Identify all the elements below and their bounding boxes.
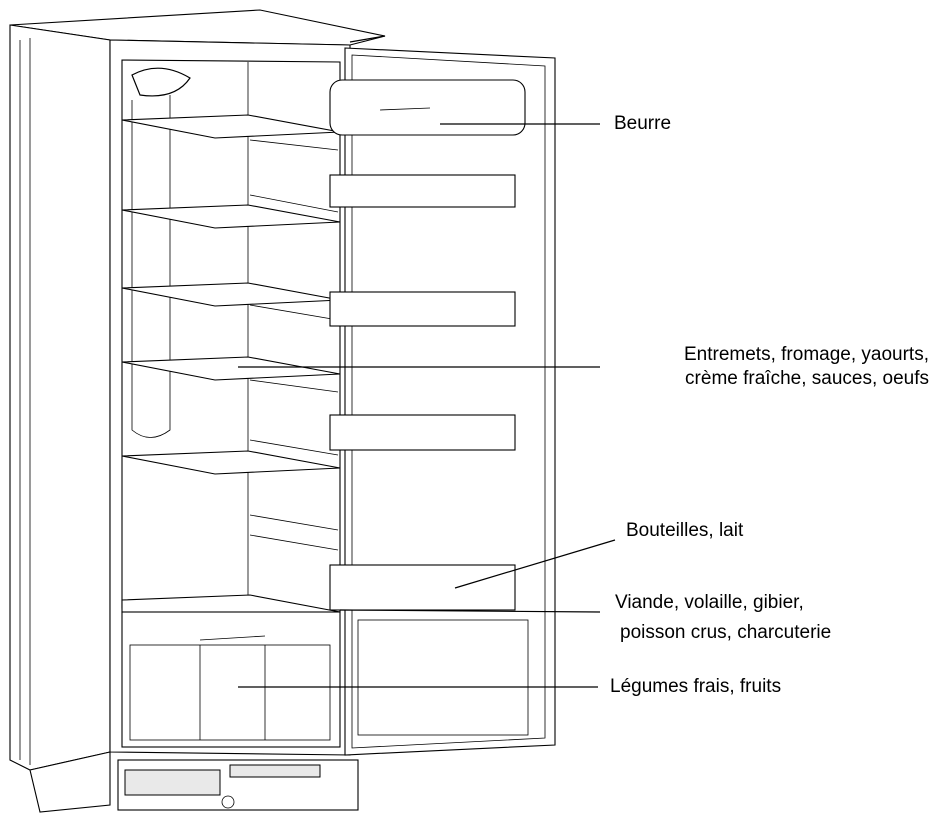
- label-bouteilles: Bouteilles, lait: [626, 520, 744, 541]
- label-entremets-line2: crème fraîche, sauces, oeufs: [685, 368, 929, 389]
- fridge-base: [29, 751, 359, 813]
- fridge-shelves: [121, 114, 341, 551]
- crisper-drawer: [121, 594, 341, 748]
- label-viande-line1: Viande, volaille, gibier,: [615, 592, 804, 613]
- callout-lines: [238, 123, 616, 688]
- leader-viande: [339, 609, 601, 613]
- label-legumes: Légumes frais, fruits: [610, 676, 782, 697]
- label-viande-line2: poisson crus, charcuterie: [620, 622, 832, 643]
- fridge-door: [329, 35, 556, 756]
- label-beurre: Beurre: [614, 113, 672, 134]
- leader-bouteilles: [454, 539, 616, 589]
- label-entremets-line1: Entremets, fromage, yaourts,: [684, 344, 929, 365]
